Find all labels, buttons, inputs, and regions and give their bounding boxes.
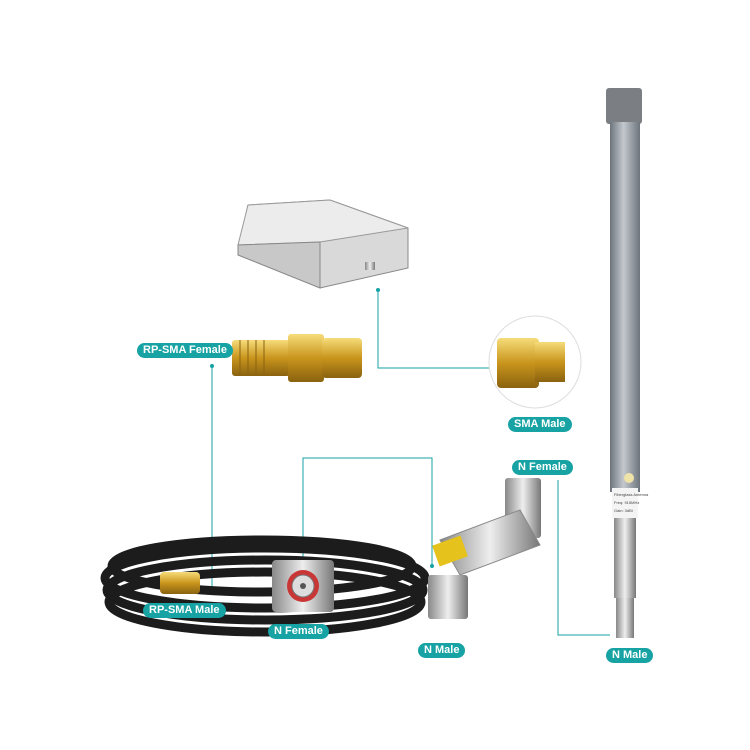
label-rp-sma-female: RP-SMA Female	[137, 343, 233, 358]
svg-text:Gain: 3dBi: Gain: 3dBi	[614, 508, 633, 513]
fiberglass-antenna: Fiberglass Antenna Freq: 915MHz Gain: 3d…	[606, 88, 649, 638]
svg-text:Freq: 915MHz: Freq: 915MHz	[614, 500, 639, 505]
lightning-arrestor	[428, 478, 541, 619]
router-device	[237, 199, 409, 289]
label-rp-sma-male: RP-SMA Male	[143, 603, 226, 618]
sma-male-closeup	[488, 315, 582, 409]
n-female-bulkhead	[272, 560, 334, 612]
rp-sma-male-plug	[160, 572, 200, 594]
label-n-male-arrestor: N Male	[418, 643, 466, 658]
connector-lines	[211, 290, 610, 636]
coaxial-cable	[100, 535, 430, 637]
label-n-female-cable: N Female	[268, 624, 329, 639]
adapter-connector	[232, 334, 362, 382]
label-sma-male: SMA Male	[508, 417, 572, 432]
svg-text:Fiberglass Antenna: Fiberglass Antenna	[614, 492, 649, 497]
label-n-female-arrestor: N Female	[512, 460, 573, 475]
label-n-male-antenna: N Male	[606, 648, 654, 663]
